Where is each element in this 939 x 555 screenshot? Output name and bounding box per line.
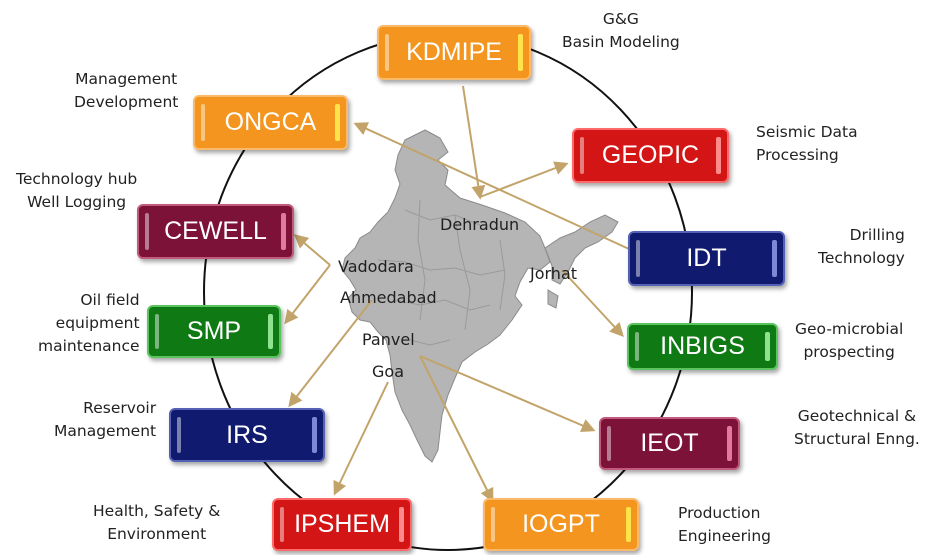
india-map (341, 129, 619, 463)
institute-box-geopic: GEOPIC (572, 128, 729, 183)
desc-ieot: Geotechnical & Structural Enng. (794, 407, 920, 448)
arrow-vadodara-cewell (293, 234, 331, 266)
desc-ongca: Management Development (74, 70, 179, 111)
institute-box-ipshem: IPSHEM (272, 498, 412, 551)
desc-irs: Reservoir Management (54, 399, 157, 440)
institute-box-ieot: IEOT (599, 417, 740, 470)
desc-idt: Drilling Technology (818, 226, 905, 267)
arrow-panvel-iogpt (419, 355, 494, 503)
arrow-idt-ongca (353, 122, 641, 255)
arrow-goa-ipshem (333, 381, 389, 496)
institute-box-smp: SMP (147, 305, 281, 358)
arrow-panvel-ieot (419, 355, 596, 433)
state-borders (377, 199, 506, 346)
institute-box-kdmipe: KDMIPE (377, 25, 531, 80)
arrow-vadodara-smp (284, 264, 331, 325)
institute-box-ongca: ONGCA (193, 95, 348, 150)
institute-box-cewell: CEWELL (137, 204, 294, 259)
arrow-jorhat-inbigs (561, 269, 624, 338)
institute-box-idt: IDT (628, 231, 785, 286)
arrow-dehradun-geopic (479, 161, 569, 198)
city-goa: Goa (372, 362, 404, 381)
city-jorhat: Jorhat (530, 264, 578, 283)
arrow-ahmedabad-irs (288, 299, 373, 408)
desc-iogpt: Production Engineering (678, 504, 771, 545)
desc-smp: Oil field equipment maintenance (38, 291, 140, 355)
desc-inbigs: Geo-microbial prospecting (795, 320, 904, 361)
desc-geopic: Seismic Data Processing (756, 123, 858, 164)
connector-arrows (284, 85, 641, 503)
institute-box-iogpt: IOGPT (483, 498, 639, 551)
desc-kdmipe: G&G Basin Modeling (562, 10, 680, 51)
desc-ipshem: Health, Safety & Environment (93, 502, 221, 543)
city-ahmedabad: Ahmedabad (340, 288, 437, 307)
city-panvel: Panvel (362, 330, 415, 349)
desc-cewell: Technology hub Well Logging (16, 170, 138, 211)
institute-box-inbigs: INBIGS (627, 323, 778, 370)
city-vadodara: Vadodara (338, 257, 414, 276)
city-dehradun: Dehradun (440, 215, 520, 234)
institute-box-irs: IRS (169, 408, 325, 462)
